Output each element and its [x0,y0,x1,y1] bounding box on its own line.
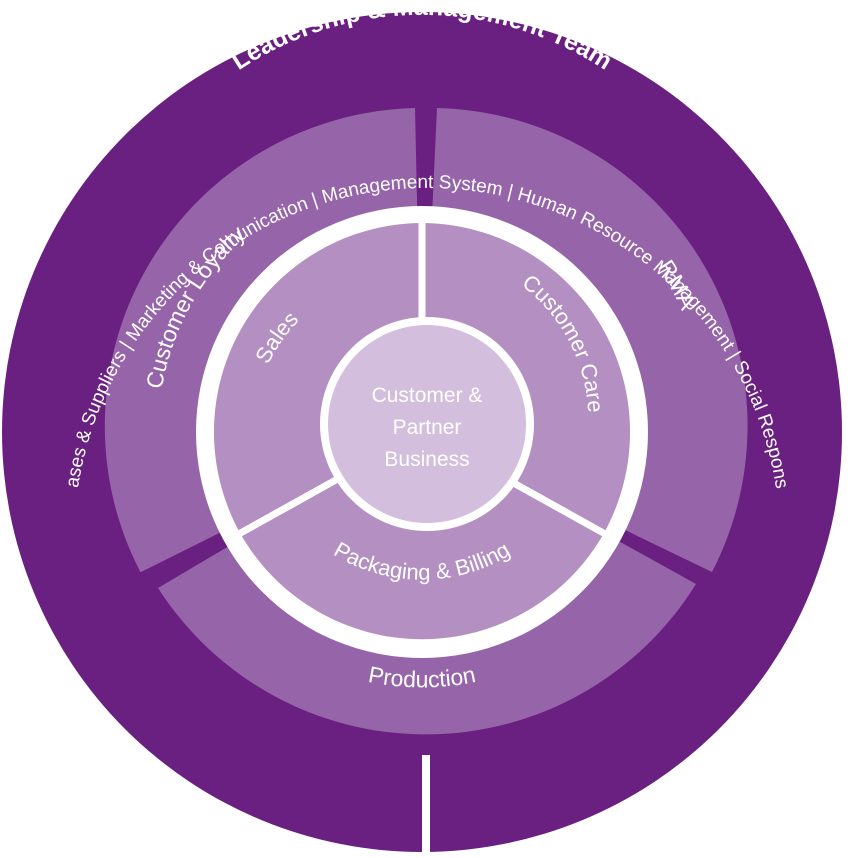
core-label-line1: Customer & [372,384,483,407]
core-label-line3: Business [384,448,469,471]
core-label-line2: Partner [393,416,462,439]
core-circle [328,325,526,523]
